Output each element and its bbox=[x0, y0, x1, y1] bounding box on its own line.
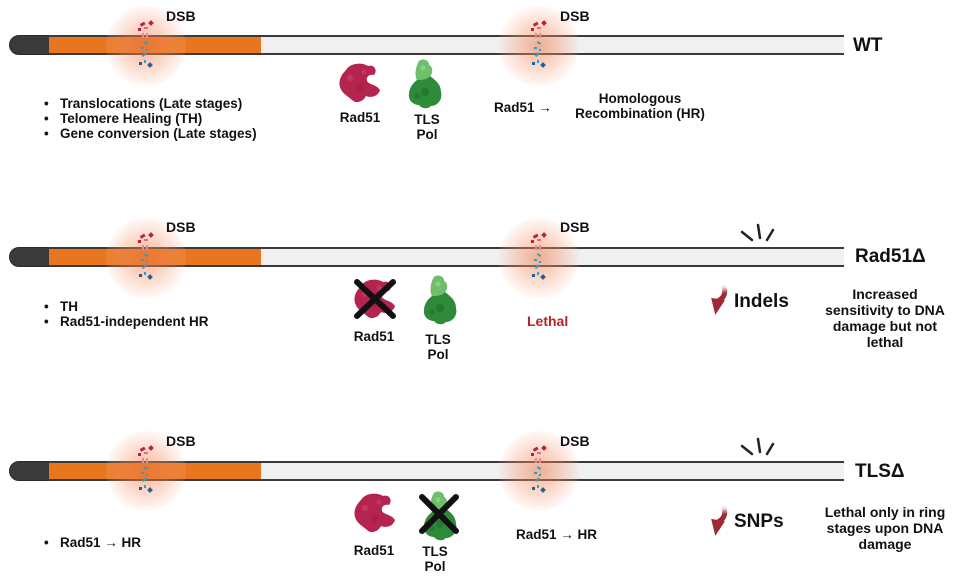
phenotype-line: damage bbox=[858, 536, 912, 552]
tls-label-line1: TLS bbox=[422, 544, 448, 559]
dsb-left-icon bbox=[106, 431, 186, 511]
tls-pol-label: TLS Pol bbox=[413, 332, 463, 362]
dsb-right-icon bbox=[499, 6, 579, 86]
tls-label-line2: Pol bbox=[416, 127, 438, 142]
outcome-item: Gene conversion (Late stages) bbox=[42, 126, 257, 141]
dsb-right-icon bbox=[499, 218, 579, 298]
right-outcome-text: Homologous Recombination (HR) bbox=[560, 91, 720, 121]
mutation-type: SNPs bbox=[734, 511, 784, 532]
telomere-cap bbox=[9, 461, 50, 481]
tls-label-line1: TLS bbox=[414, 112, 440, 127]
dsb-right-label: DSB bbox=[560, 433, 590, 449]
phenotype-note: Increased sensitivity to DNA damage but … bbox=[810, 286, 953, 350]
outcome-item: TH bbox=[42, 299, 209, 314]
strain-label: Rad51Δ bbox=[855, 246, 926, 267]
outcome-item: Telomere Healing (TH) bbox=[42, 111, 257, 126]
phenotype-line: Increased bbox=[852, 286, 918, 302]
outcome-item: Rad51-independent HR bbox=[42, 314, 209, 329]
deleted-x-icon bbox=[419, 494, 459, 534]
strain-label: TLSΔ bbox=[855, 461, 905, 482]
dsb-left-icon bbox=[106, 218, 186, 298]
right-outcome-line2: Recombination (HR) bbox=[575, 106, 705, 121]
rad51-label: Rad51 bbox=[353, 543, 395, 558]
right-outcome-prefix: Rad51 → bbox=[494, 100, 552, 115]
right-outcome: Rad51 → HR bbox=[516, 527, 598, 542]
phenotype-line: sensitivity to DNA bbox=[825, 302, 945, 318]
break-burst-icon bbox=[740, 437, 775, 456]
left-outcomes-list: Rad51 → HR bbox=[42, 535, 141, 550]
dsb-right-icon bbox=[499, 431, 579, 511]
tls-label-line1: TLS bbox=[425, 332, 451, 347]
tls-pol-protein-icon bbox=[420, 274, 460, 331]
dsb-left-label: DSB bbox=[166, 433, 196, 449]
mutation-arrow-icon bbox=[711, 506, 728, 536]
left-outcomes-list: TH Rad51-independent HR bbox=[42, 299, 209, 329]
tls-pol-label: TLS Pol bbox=[402, 112, 452, 142]
rad51-protein-icon bbox=[336, 60, 382, 111]
lethal-outcome: Lethal bbox=[527, 313, 569, 329]
outcome-item: Rad51 → HR bbox=[42, 535, 141, 550]
dsb-right-label: DSB bbox=[560, 219, 590, 235]
outcome-item: Translocations (Late stages) bbox=[42, 96, 257, 111]
panel-wt: DSB DSB WT Translocations (Late stages) … bbox=[0, 0, 953, 192]
dsb-right-label: DSB bbox=[560, 8, 590, 24]
telomere-cap bbox=[9, 247, 50, 267]
strain-label: WT bbox=[853, 35, 883, 56]
left-outcomes-list: Translocations (Late stages) Telomere He… bbox=[42, 96, 257, 141]
tls-label-line2: Pol bbox=[427, 347, 449, 362]
mutation-arrow-icon bbox=[711, 285, 728, 315]
dsb-left-label: DSB bbox=[166, 219, 196, 235]
tls-pol-label: TLS Pol bbox=[410, 544, 460, 574]
right-outcome-line1: Homologous bbox=[598, 91, 682, 106]
dsb-left-icon bbox=[106, 6, 186, 86]
phenotype-line: Lethal only in ring bbox=[824, 504, 946, 520]
rad51-label: Rad51 bbox=[353, 329, 395, 344]
phenotype-line: stages upon DNA bbox=[826, 520, 944, 536]
deleted-x-icon bbox=[354, 279, 396, 319]
phenotype-note: Lethal only in ring stages upon DNA dama… bbox=[810, 504, 953, 552]
tls-label-line2: Pol bbox=[424, 559, 446, 574]
tls-pol-protein-icon bbox=[405, 58, 445, 115]
rad51-protein-icon bbox=[351, 490, 397, 541]
dsb-left-label: DSB bbox=[166, 8, 196, 24]
phenotype-line: lethal bbox=[866, 334, 904, 350]
rad51-label: Rad51 bbox=[339, 110, 381, 125]
phenotype-line: damage but not bbox=[832, 318, 938, 334]
mutation-type: Indels bbox=[734, 291, 789, 312]
panel-rad51-deletion: DSB DSB Rad51Δ TH Rad51-independent HR R… bbox=[0, 0, 953, 362]
break-burst-icon bbox=[740, 223, 775, 242]
